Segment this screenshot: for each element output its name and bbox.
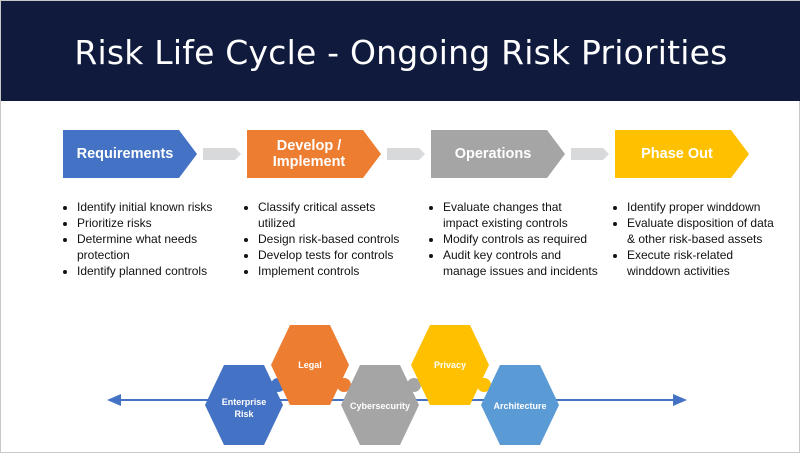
domain-label: Privacy xyxy=(434,360,466,370)
hexagon-piece xyxy=(271,325,349,405)
phase-develop-implement: Develop / Implement xyxy=(247,130,381,178)
timeline-arrowhead-left xyxy=(107,394,121,406)
bullet-item: Determine what needs protection xyxy=(77,231,227,263)
connector-arrow xyxy=(571,148,609,160)
phase-phase-out: Phase Out xyxy=(615,130,749,178)
domain-privacy: Privacy xyxy=(411,325,491,405)
bullet-item: Identify planned controls xyxy=(77,263,227,279)
hexagon-piece xyxy=(481,365,559,445)
domain-label: Cybersecurity xyxy=(350,401,410,411)
phase-label: Phase Out xyxy=(641,146,713,162)
domain-label: Risk xyxy=(234,409,254,419)
operations-bullets: Evaluate changes that impact existing co… xyxy=(429,199,598,279)
bullet-item: Identify proper winddown xyxy=(627,199,777,215)
domain-label: Architecture xyxy=(493,401,546,411)
domains-diagram: Enterprise Risk Legal Cybersecurity Priv… xyxy=(107,325,687,445)
bullet-item: Execute risk-related winddown activities xyxy=(627,247,777,279)
phase-out-bullets: Identify proper winddown Evaluate dispos… xyxy=(613,199,777,279)
domain-architecture: Architecture xyxy=(481,365,559,445)
bullet-item: Audit key controls and manage issues and… xyxy=(443,247,598,279)
header-banner: Risk Life Cycle - Ongoing Risk Prioritie… xyxy=(1,1,800,101)
bullet-item: Modify controls as required xyxy=(443,231,598,247)
bullet-item: Identify initial known risks xyxy=(77,199,227,215)
phase-requirements: Requirements xyxy=(63,130,197,178)
domain-cybersecurity: Cybersecurity xyxy=(341,365,421,445)
phase-label: Requirements xyxy=(76,146,174,162)
puzzle-knob xyxy=(407,378,421,392)
domain-label: Enterprise xyxy=(222,397,267,407)
hexagon-piece xyxy=(411,325,489,405)
connector-arrow xyxy=(387,148,425,160)
phase-label: Develop / Implement xyxy=(272,138,346,170)
phase-operations: Operations xyxy=(431,130,565,178)
domain-enterprise-risk: Enterprise Risk xyxy=(205,365,285,445)
hexagon-piece xyxy=(341,365,419,445)
hexagon-piece xyxy=(205,365,283,445)
slide-title: Risk Life Cycle - Ongoing Risk Prioritie… xyxy=(74,32,728,72)
bullet-item: Classify critical assets utilized xyxy=(258,199,406,231)
bullet-item: Implement controls xyxy=(258,263,406,279)
connector-arrow xyxy=(203,148,241,160)
bullet-item: Evaluate changes that impact existing co… xyxy=(443,199,598,231)
bullet-item: Evaluate disposition of data & other ris… xyxy=(627,215,777,247)
domain-label: Legal xyxy=(298,360,322,370)
requirements-bullets: Identify initial known risks Prioritize … xyxy=(63,199,227,279)
puzzle-knob xyxy=(477,378,491,392)
puzzle-knob xyxy=(337,378,351,392)
bullet-item: Develop tests for controls xyxy=(258,247,406,263)
domain-legal: Legal xyxy=(271,325,351,405)
timeline-arrowhead-right xyxy=(673,394,687,406)
phase-label: Operations xyxy=(454,146,532,162)
bullet-item: Prioritize risks xyxy=(77,215,227,231)
bullet-item: Design risk-based controls xyxy=(258,231,406,247)
develop-bullets: Classify critical assets utilized Design… xyxy=(244,199,406,279)
